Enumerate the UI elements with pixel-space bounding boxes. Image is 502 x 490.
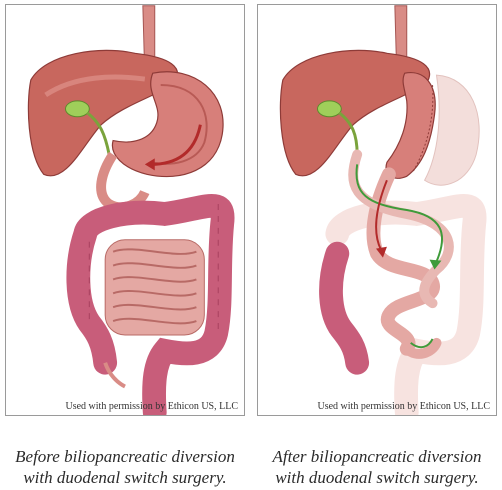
after-anatomy-illustration (258, 5, 496, 415)
alimentary-limb (373, 174, 433, 349)
before-credit: Used with permission by Ethicon US, LLC (66, 401, 239, 412)
large-intestine-distal (331, 254, 357, 363)
after-caption: After biliopancreatic diversion with duo… (252, 446, 502, 488)
before-caption: Before biliopancreatic diversion with du… (0, 446, 250, 488)
after-credit: Used with permission by Ethicon US, LLC (318, 401, 491, 412)
before-caption-line2: with duodenal switch surgery. (0, 467, 250, 488)
gallbladder (66, 101, 90, 117)
after-caption-line1: After biliopancreatic diversion (252, 446, 502, 467)
before-caption-line1: Before biliopancreatic diversion (0, 446, 250, 467)
gallbladder (318, 101, 342, 117)
after-caption-line2: with duodenal switch surgery. (252, 467, 502, 488)
before-surgery-panel: Used with permission by Ethicon US, LLC (5, 4, 245, 416)
after-surgery-panel: Used with permission by Ethicon US, LLC (257, 4, 497, 416)
before-anatomy-illustration (6, 5, 244, 415)
